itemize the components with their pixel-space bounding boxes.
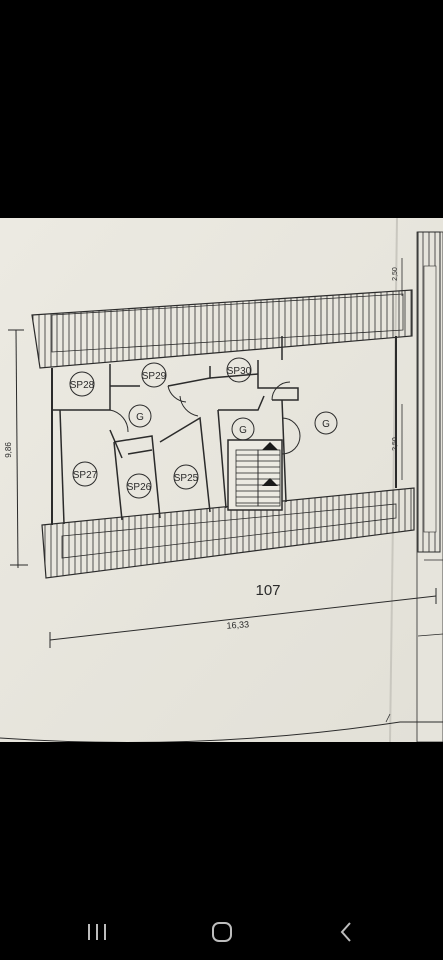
svg-text:G: G [136,412,144,423]
height-dimension: 9,86 [4,442,13,458]
recent-apps-button[interactable] [75,917,119,947]
recent-apps-icon [88,924,106,940]
storage-room-sp30: SP30 [226,357,252,383]
building-outline [31,231,441,579]
garage-label-right: G [314,411,338,435]
room-label-sp30: SP30 [227,366,252,377]
storage-room-sp28: SP28 [69,371,95,397]
room-label-sp28: SP28 [70,380,95,391]
storage-room-sp26: SP26 [126,473,152,499]
back-button[interactable] [324,917,368,947]
room-label-sp26: SP26 [127,482,152,493]
dimension-lines: 9,86 16,33 2,50 2,50 [4,258,443,648]
home-icon [212,922,232,942]
back-icon [340,922,351,942]
garage-label-center: G [128,404,152,428]
storage-room-sp27: SP27 [72,461,98,487]
home-button[interactable] [200,917,244,947]
android-navigation-bar [0,905,443,960]
svg-text:G: G [322,419,330,430]
floor-plan-photo: SP28 SP29 SP30 SP27 SP26 SP25 G G [0,218,443,742]
svg-text:G: G [239,425,247,436]
lot-number: 107 [255,582,280,599]
width-dimension: 16,33 [226,619,249,631]
room-labels: SP28 SP29 SP30 SP27 SP26 SP25 G G [69,357,338,499]
room-label-sp29: SP29 [142,371,167,382]
right-bottom-dimension: 2,50 [392,437,399,451]
garage-label-stairs: G [231,417,255,441]
room-label-sp25: SP25 [174,473,199,484]
room-label-sp27: SP27 [73,470,98,481]
right-top-dimension: 2,50 [392,267,399,281]
storage-room-sp29: SP29 [141,362,167,388]
storage-room-sp25: SP25 [173,464,199,490]
